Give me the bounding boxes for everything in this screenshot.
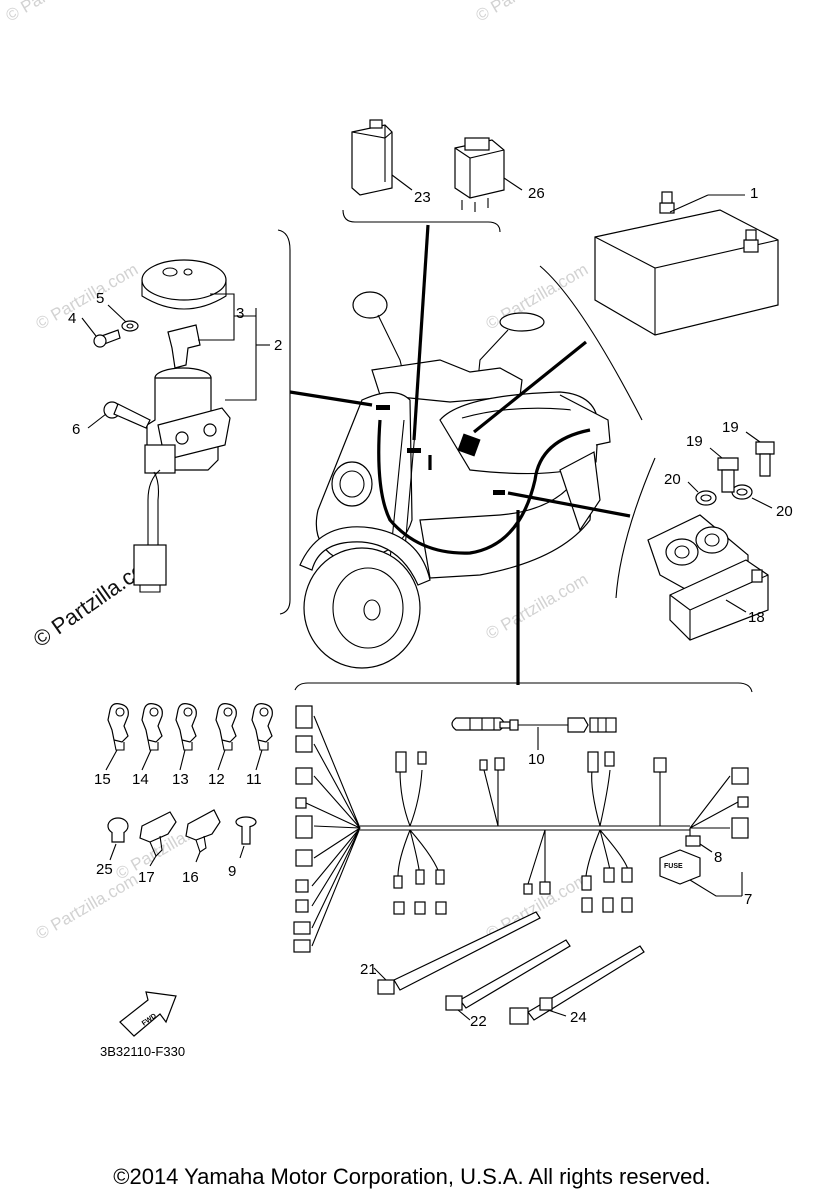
callout-25: 25	[96, 861, 113, 878]
callout-3: 3	[236, 305, 244, 322]
callout-23: 23	[414, 189, 431, 206]
main-switch-group: 5 4 3 2 6	[68, 229, 291, 615]
drawing-code: 3B32110-F330	[100, 1044, 185, 1059]
fwd-arrow: FWD	[119, 991, 177, 1037]
callout-9: 9	[228, 863, 236, 880]
callout-22: 22	[470, 1013, 487, 1030]
scooter-illustration	[289, 224, 656, 685]
battery: 1	[594, 185, 779, 336]
watermark: © Partzilla.com	[473, 0, 582, 25]
clamps: 15 14 13 12 11	[94, 703, 273, 788]
callout-13: 13	[172, 771, 189, 788]
callout-21: 21	[360, 961, 377, 978]
callout-4: 4	[68, 310, 76, 327]
callout-17: 17	[138, 869, 155, 886]
left-connectors	[293, 705, 313, 953]
callout-5: 5	[96, 290, 104, 307]
callout-19: 19	[722, 419, 739, 436]
callout-1: 1	[750, 185, 758, 202]
clips: 25 17 16 9	[96, 809, 257, 886]
callout-6: 6	[72, 421, 80, 438]
callout-20: 20	[664, 471, 681, 488]
callout-12: 12	[208, 771, 225, 788]
relay-23	[351, 119, 413, 196]
callout-10: 10	[528, 751, 545, 768]
wire-harness-section: 15 14 13 12 11 25 17 16 9	[94, 682, 753, 1030]
callout-24: 24	[570, 1009, 587, 1026]
callout-26: 26	[528, 185, 545, 202]
callout-14: 14	[132, 771, 149, 788]
watermark: © Partzilla.com	[483, 570, 592, 644]
lead-10: 10	[451, 717, 617, 768]
callout-8: 8	[714, 849, 722, 866]
callout-2: 2	[274, 337, 282, 354]
callout-20: 20	[776, 503, 793, 520]
callout-7: 7	[744, 891, 752, 908]
watermark: © Partzilla.com	[3, 0, 112, 25]
fuse-box-label: FUSE	[664, 863, 683, 870]
cable-ties: 21 22 24	[360, 911, 645, 1030]
bracket-group: 19 19 20 20 18	[647, 419, 793, 641]
callout-11: 11	[246, 771, 262, 788]
callout-18: 18	[748, 609, 765, 626]
callout-15: 15	[94, 771, 111, 788]
callout-19: 19	[686, 433, 703, 450]
copyright-notice: ©2014 Yamaha Motor Corporation, U.S.A. A…	[113, 1164, 711, 1189]
relay-group: 23 26	[342, 119, 545, 233]
harness-trunk: FUSE 8 7	[293, 705, 752, 953]
callout-16: 16	[182, 869, 199, 886]
relay-26	[454, 137, 523, 212]
